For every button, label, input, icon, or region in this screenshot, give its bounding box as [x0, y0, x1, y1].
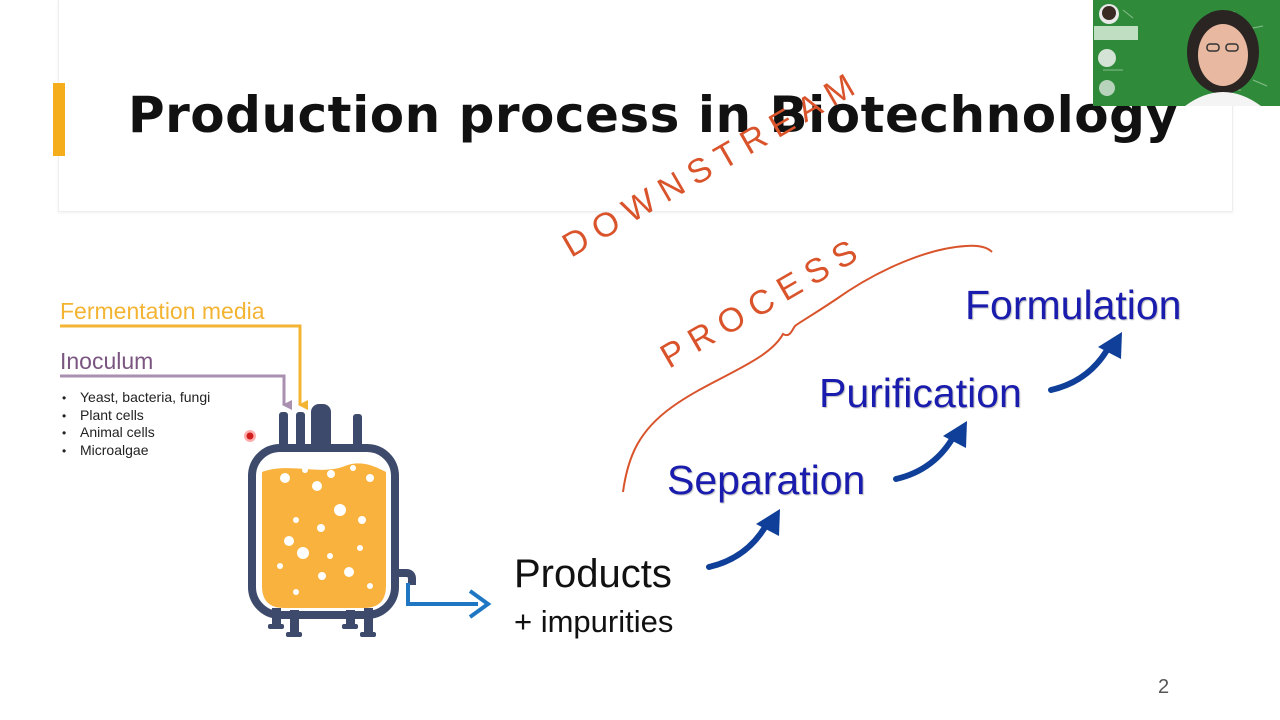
- inoculum-label: Inoculum: [60, 348, 154, 374]
- bioreactor-icon: [248, 404, 416, 637]
- inoculum-types-list: Yeast, bacteria, fungi Plant cells Anima…: [62, 389, 210, 459]
- products-label: Products: [514, 552, 672, 596]
- list-item: Microalgae: [62, 442, 210, 460]
- list-item: Animal cells: [62, 424, 210, 442]
- step-separation: Separation: [667, 457, 866, 503]
- title-accent-bar: [53, 83, 65, 156]
- outflow-arrow: [406, 583, 492, 619]
- page-number: 2: [1158, 676, 1170, 698]
- fermentation-feed-arrow: [60, 324, 308, 410]
- inoculum-feed-arrow: [60, 374, 292, 410]
- webcam-presenter: [1093, 0, 1280, 106]
- fermentation-media-label: Fermentation media: [60, 298, 265, 324]
- step-formulation: Formulation: [965, 282, 1182, 328]
- slide-title: Production process in Biotechnology: [128, 86, 1179, 144]
- laser-pointer-icon: [244, 430, 256, 442]
- impurities-label: + impurities: [514, 604, 674, 639]
- list-item: Plant cells: [62, 407, 210, 425]
- step-arrow-purification-to-formulation: [1048, 332, 1122, 393]
- title-card: [58, 0, 1233, 212]
- step-arrow-separation-to-purification: [893, 421, 967, 482]
- downstream-brace: [622, 244, 993, 493]
- step-arrow-products-to-separation: [706, 509, 780, 570]
- list-item: Yeast, bacteria, fungi: [62, 389, 210, 407]
- step-purification: Purification: [819, 370, 1022, 416]
